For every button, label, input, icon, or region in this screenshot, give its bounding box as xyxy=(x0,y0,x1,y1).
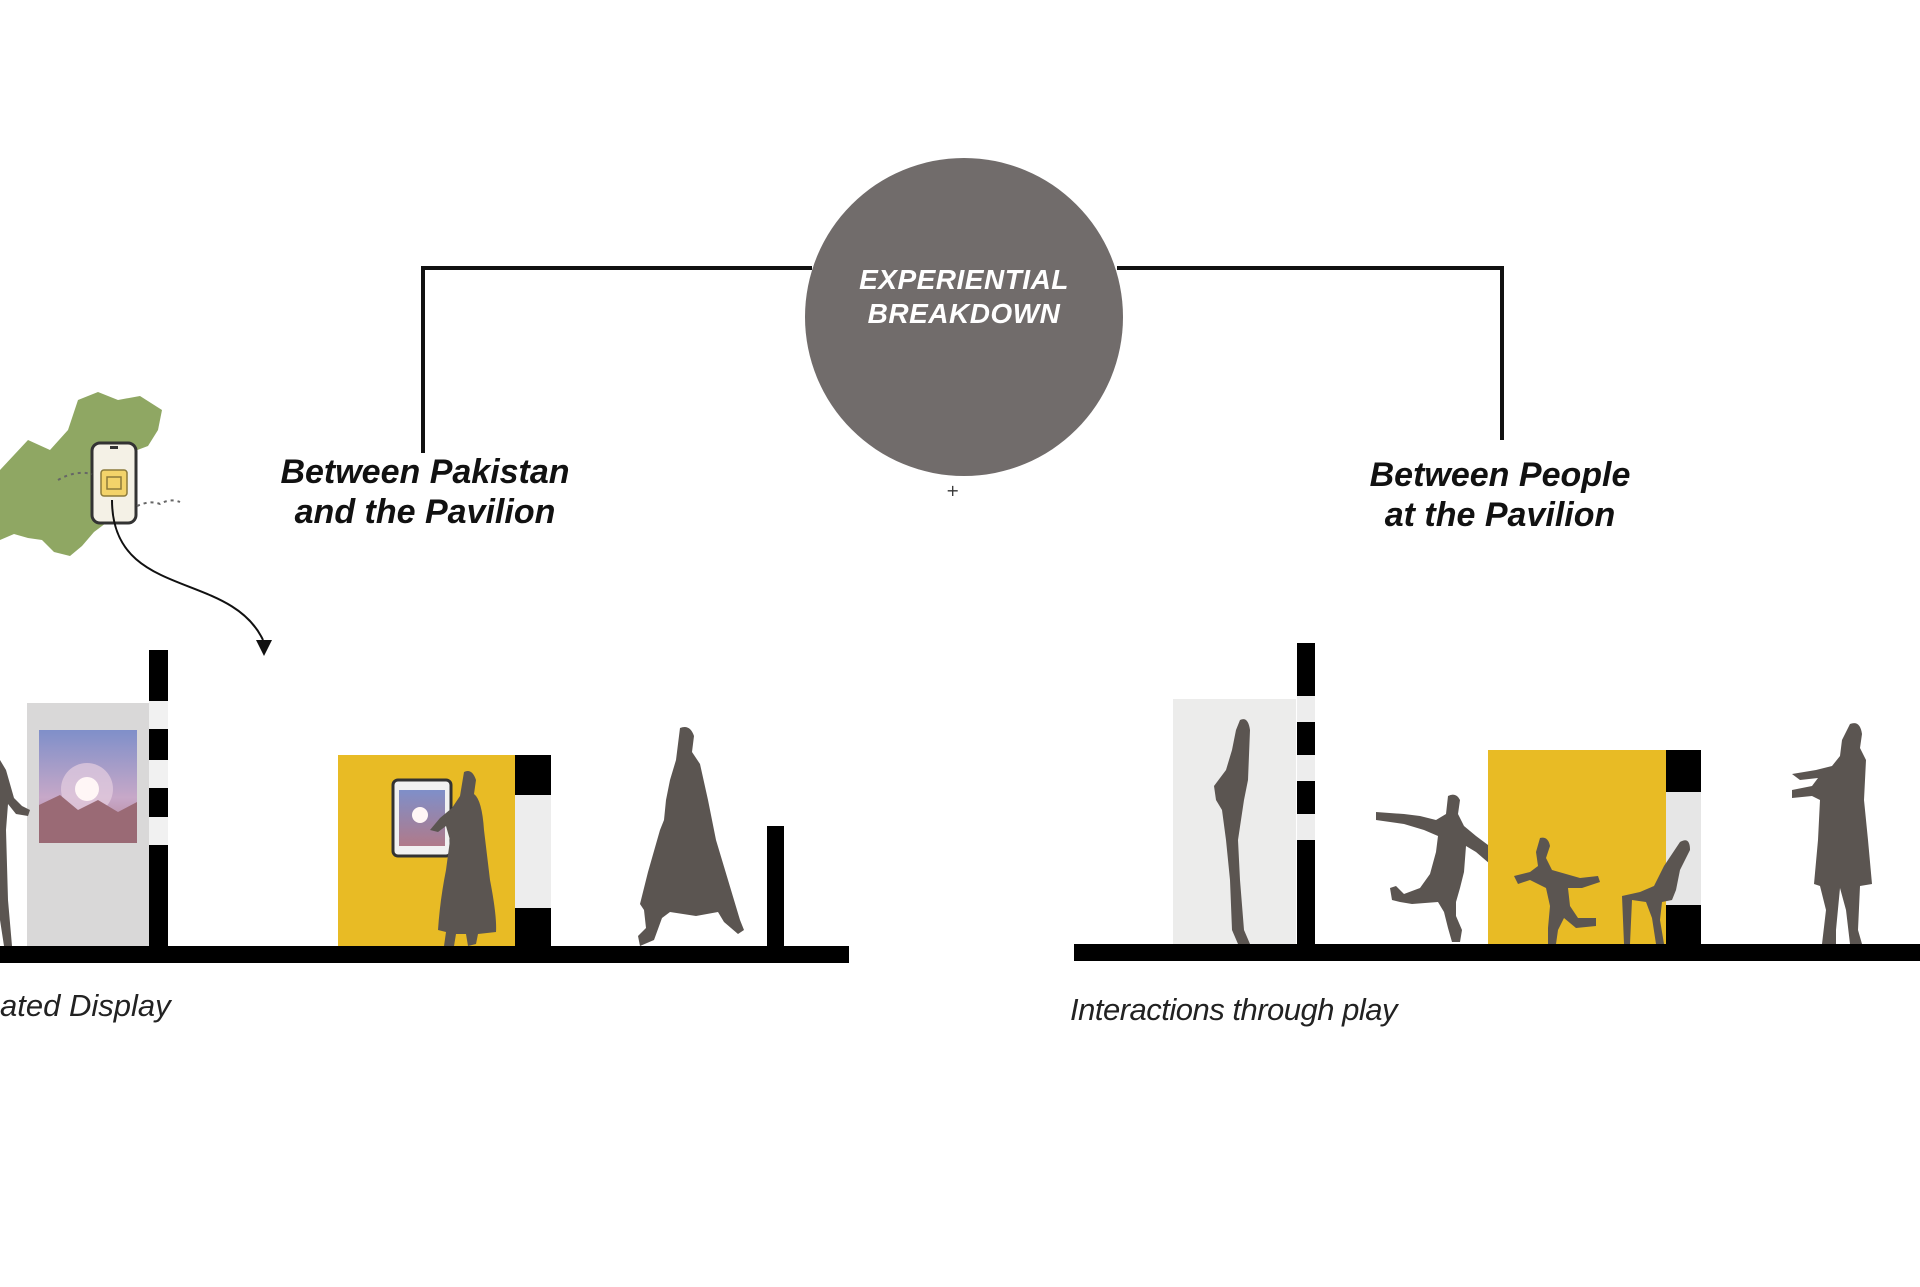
smartphone-icon xyxy=(90,441,138,525)
booth-frame-bottom xyxy=(515,908,551,948)
seated-figure xyxy=(1622,840,1690,944)
left-scene-caption: ated Display xyxy=(0,988,171,1023)
person-arms-out xyxy=(1792,723,1872,944)
left-branch-line1: Between Pakistan xyxy=(280,453,570,491)
right-scene-caption: Interactions through play xyxy=(1070,992,1398,1027)
connector-bracket xyxy=(421,266,1504,453)
booth-right-frame-bottom xyxy=(1666,905,1701,945)
person-with-tablet xyxy=(430,771,497,946)
right-branch-line2: at the Pavilion xyxy=(1384,496,1616,534)
booth-frame-top xyxy=(515,755,551,795)
short-post xyxy=(767,826,784,948)
center-mark: + xyxy=(946,481,959,500)
right-branch-line1: Between People xyxy=(1369,456,1631,494)
display-screen xyxy=(39,730,137,843)
dancing-child xyxy=(1514,837,1600,944)
curved-arrow-icon xyxy=(111,499,272,656)
booth-right-frame-top xyxy=(1666,750,1701,792)
right-connector xyxy=(1117,266,1504,440)
tall-standing-figure xyxy=(1214,719,1250,944)
booth-frame-panel xyxy=(515,795,551,908)
pakistan-map-icon xyxy=(0,392,162,556)
yellow-booth-right xyxy=(1488,750,1669,945)
experiential-breakdown-hub: EXPERIENTIAL BREAKDOWN xyxy=(805,158,1123,476)
right-branch-label: Between People at the Pavilion xyxy=(1345,455,1655,535)
hub-title-line2: BREAKDOWN xyxy=(867,298,1061,329)
person-viewing-display xyxy=(0,760,30,946)
walking-person xyxy=(638,727,744,946)
striped-pillar-left xyxy=(149,650,168,946)
kicking-child xyxy=(1376,794,1500,942)
striped-pillar-right xyxy=(1297,643,1315,945)
left-branch-line2: and the Pavilion xyxy=(294,493,556,531)
left-connector xyxy=(421,266,812,453)
ground-right xyxy=(1074,944,1920,961)
hub-title-line1: EXPERIENTIAL xyxy=(859,264,1069,295)
ground-left xyxy=(0,946,849,963)
left-branch-label: Between Pakistan and the Pavilion xyxy=(270,452,580,532)
dotted-trail xyxy=(136,499,181,507)
